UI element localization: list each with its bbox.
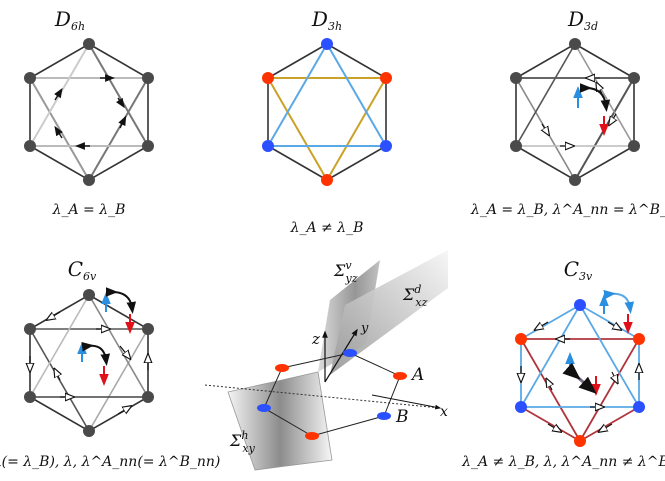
panel-c6v: C6v λ bbox=[0, 257, 220, 470]
label-site-a: A bbox=[410, 365, 424, 385]
lattice-sites bbox=[510, 38, 640, 186]
label-axis-y: y bbox=[360, 321, 369, 336]
panel-caption: λ_A ≠ λ_B, λ, λ^A_nn ≠ λ^B_nn bbox=[461, 454, 665, 470]
panel-d3d: D3d λ_A = λ_B, λ^A_nn = λ^B_nn bbox=[470, 7, 665, 218]
site-a bbox=[393, 372, 407, 380]
lattice-sites bbox=[515, 299, 645, 447]
hexagon-lattice bbox=[515, 43, 635, 181]
panel-title: C3v bbox=[564, 257, 593, 283]
lattice-sites bbox=[262, 38, 392, 186]
label-axis-x: x bbox=[440, 404, 448, 420]
plane-xz bbox=[330, 250, 448, 375]
lattice-sites bbox=[24, 38, 154, 186]
panel-caption: λ_A(= λ_B), λ, λ^A_nn(= λ^B_nn) bbox=[0, 454, 220, 470]
site-a bbox=[275, 364, 289, 372]
panel-c3v: C3v bbox=[461, 257, 665, 470]
hexagon-lattice bbox=[521, 304, 639, 443]
panel-title: C6v bbox=[68, 257, 97, 283]
panel-d3h: D3h λ_A ≠ λ_B bbox=[262, 7, 392, 236]
site-b bbox=[257, 404, 271, 412]
site-b bbox=[377, 412, 391, 420]
x-axis-arrow bbox=[371, 394, 442, 410]
hexagon-lattice bbox=[267, 43, 387, 181]
panel-caption: λ_A = λ_B bbox=[52, 202, 126, 218]
site-b bbox=[343, 349, 357, 357]
label-site-b: B bbox=[395, 407, 409, 427]
panel-title: D6h bbox=[54, 7, 85, 33]
panel-d6h: D6h λ_A = λ_B bbox=[24, 7, 154, 218]
site-a bbox=[305, 432, 319, 440]
y-axis-arrow bbox=[324, 328, 358, 383]
spin-arrows bbox=[573, 83, 611, 136]
panel-caption: λ_A ≠ λ_B bbox=[290, 220, 364, 236]
panel-title: D3h bbox=[311, 7, 342, 33]
x-axis-line bbox=[204, 384, 441, 409]
spin-arrows bbox=[562, 289, 635, 396]
panel-title: D3d bbox=[567, 7, 598, 33]
label-axis-z: z bbox=[311, 330, 320, 348]
hexagon-lattice bbox=[29, 43, 149, 181]
plane-xy bbox=[227, 371, 333, 471]
panel-caption: λ_A = λ_B, λ^A_nn = λ^B_nn bbox=[470, 202, 665, 218]
lattice-sites bbox=[24, 289, 154, 437]
spin-arrows bbox=[77, 287, 137, 386]
